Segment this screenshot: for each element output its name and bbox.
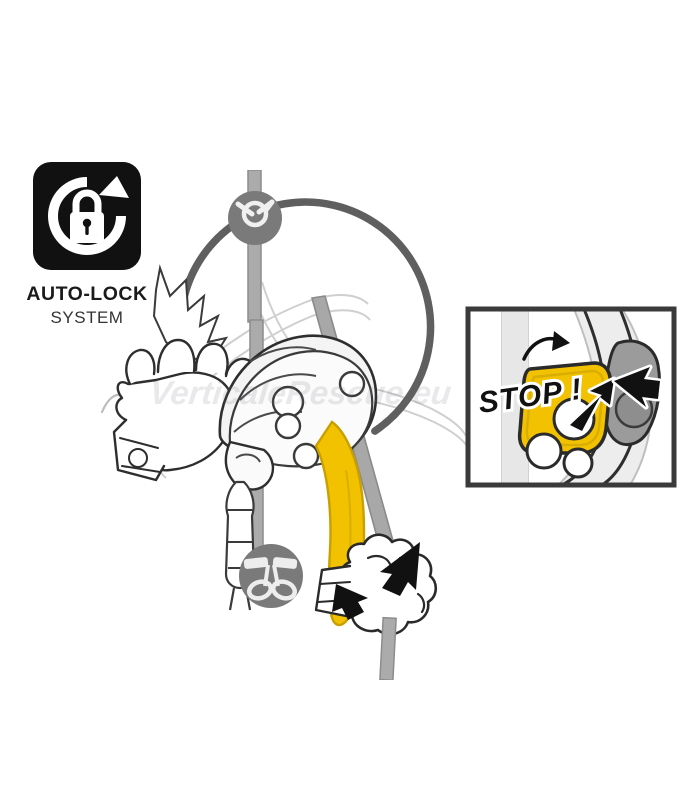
main-scene-illustration: [100, 170, 469, 680]
rope-strand-free-end: [379, 616, 397, 680]
autolock-subtitle: SYSTEM: [50, 308, 124, 328]
stop-detail-panel: STOP !: [465, 306, 677, 488]
cam-push-arrow: [567, 376, 617, 434]
panel-border: [465, 306, 677, 488]
brake-hand-direction-arrow: [332, 542, 420, 620]
harness-attachment-icon-badge: [239, 544, 303, 608]
autolock-title: AUTO-LOCK: [26, 283, 148, 305]
padlock-rotation-icon: [48, 176, 129, 255]
anchor-point-icon: [228, 191, 282, 245]
cam-rotation-arrow: [522, 331, 570, 361]
autolock-system-block: AUTO-LOCK SYSTEM: [12, 162, 162, 328]
autolock-badge: [33, 162, 141, 270]
handle-push-arrow: [611, 364, 663, 410]
load-starburst: [152, 264, 229, 362]
